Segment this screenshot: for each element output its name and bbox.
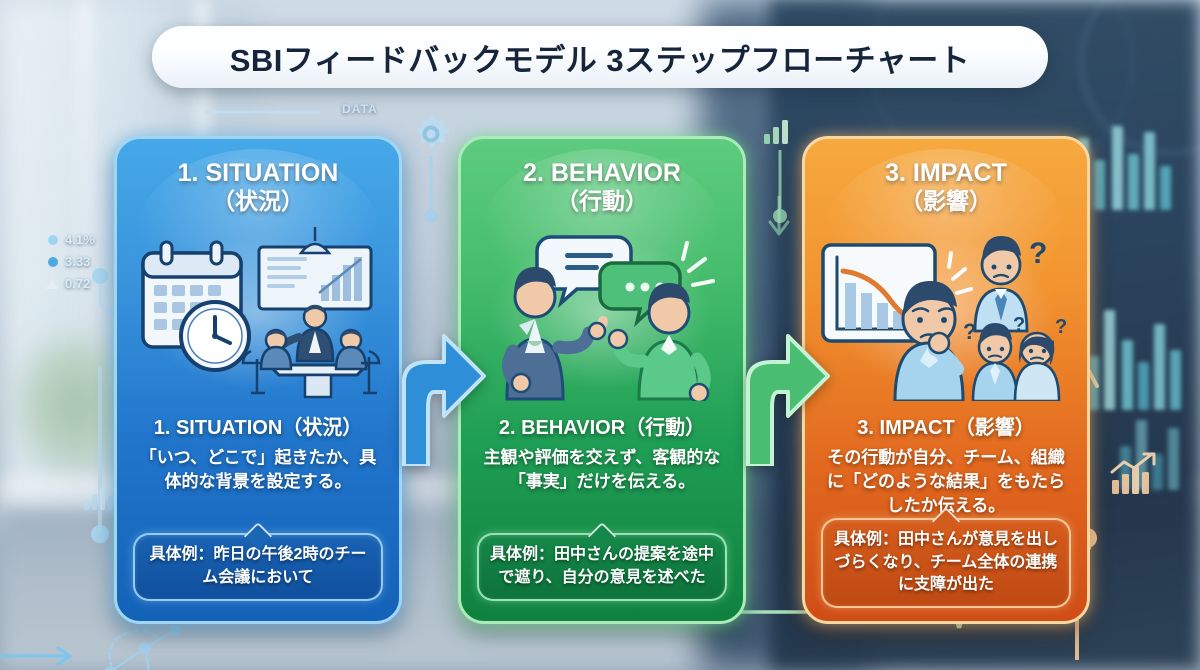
legend-value: 3.33 [65,254,91,269]
svg-text:?: ? [1029,237,1047,270]
legend-marker-triangle-icon [46,278,58,289]
card-heading-situation: 1. SITUATION （状況） [178,159,339,215]
legend-value: 0.72 [65,276,91,291]
step-card-impact[interactable]: 3. IMPACT （影響） [802,136,1090,624]
page-title: SBIフィードバックモデル 3ステップフローチャート [229,42,971,78]
card-heading-jp: （状況） [211,188,304,214]
card-description-situation: 「いつ、どこで」起きたか、具体的な背景を設定する。 [139,447,377,491]
behavior-to-impact-arrow [746,334,830,466]
legend-item: 0.72 [46,276,90,291]
card-subtitle-situation: 1. SITUATION（状況） [153,416,363,439]
data-label: DATA [342,102,378,116]
calendar-clock-meeting-illustration [129,226,387,401]
example-text-impact: 具体例：田中さんが意見を出しづらくなり、チーム全体の連携に支障が出た [833,531,1058,593]
legend-item: 3.33 [48,254,90,269]
card-subtitle-impact: 3. IMPACT（影響） [857,416,1035,439]
page-title-pill: SBIフィードバックモデル 3ステップフローチャート [152,26,1048,88]
card-heading-behavior: 2. BEHAVIOR （行動） [523,159,681,215]
example-text-situation: 具体例：昨日の午後2時のチーム会議において [149,546,367,586]
card-heading-en: 1. SITUATION [177,159,339,187]
two-people-conversation-illustration [473,227,731,401]
svg-text:?: ? [1013,314,1025,336]
card-heading-en: 2. BEHAVIOR [523,159,681,187]
svg-text:?: ? [963,319,976,344]
background-bar-chart-cluster [1120,410,1200,490]
card-subtitle-behavior: 2. BEHAVIOR（行動） [498,416,706,439]
card-heading-impact: 3. IMPACT （影響） [885,159,1007,215]
card-heading-jp: （影響） [899,188,992,214]
step-card-behavior[interactable]: 2. BEHAVIOR （行動） [458,136,746,624]
card-heading-jp: （行動） [556,188,648,214]
svg-text:?: ? [1055,316,1067,338]
card-heading-en: 3. IMPACT [885,159,1007,187]
example-box-situation: 具体例：昨日の午後2時のチーム会議において [133,522,383,601]
legend-marker-circle-icon [48,234,58,245]
declining-chart-worried-people-illustration: ? ? ? ? [817,227,1075,401]
card-description-behavior: 主観や評価を交えず、客観的な「事実」だけを伝える。 [483,447,721,491]
example-box-impact: 具体例：田中さんが意見を出しづらくなり、チーム全体の連携に支障が出た [821,506,1071,609]
step-card-situation[interactable]: 1. SITUATION （状況） [114,136,402,624]
legend-item: 4.1% [48,232,95,247]
situation-to-behavior-arrow [402,334,486,466]
legend-value: 4.1% [65,232,95,247]
legend-marker-circle-icon [48,256,58,267]
example-text-behavior: 具体例：田中さんの提案を途中で遮り、自分の意見を述べた [489,546,714,586]
card-description-impact: その行動が自分、チーム、組織に「どのような結果」をもたらしたか伝える。 [827,447,1065,515]
example-box-behavior: 具体例：田中さんの提案を途中で遮り、自分の意見を述べた [477,522,727,601]
